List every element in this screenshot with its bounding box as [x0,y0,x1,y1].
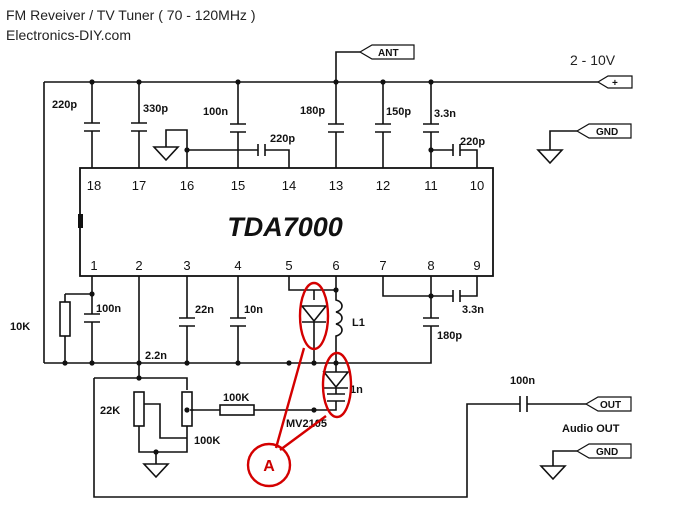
annotation-marker: A [263,458,275,475]
pin-15: 15 [231,178,245,193]
pin-17: 17 [132,178,146,193]
pin-2: 2 [135,258,142,273]
supply-plus-connector: + [596,75,633,89]
pin-10: 10 [470,178,484,193]
label-220p-top: 220p [52,99,77,111]
pin-16: 16 [180,178,194,193]
label-150p: 150p [386,106,411,118]
label-100k-pot: 100K [194,435,220,447]
label-10n: 10n [244,304,263,316]
bottom-wiring [44,276,586,498]
label-3n3-top: 3.3n [434,108,456,120]
out-label: OUT [600,400,621,411]
gnd-label-top: GND [596,127,618,138]
annotation-a: A [246,281,353,488]
top-wiring [43,51,598,363]
pin-7: 7 [379,258,386,273]
pin-5: 5 [285,258,292,273]
annotation-ellipse-diode-2 [321,351,353,419]
label-3n3-bottom: 3.3n [462,304,484,316]
label-mv2105: MV2105 [286,418,327,430]
pin-6: 6 [332,258,339,273]
chip-name: TDA7000 [227,212,343,242]
label-180p-8: 180p [437,330,462,342]
label-330p: 330p [143,103,168,115]
tda7000-chip: TDA7000 18 17 16 15 14 13 12 11 10 1 2 3… [78,167,494,277]
supply-voltage: 2 - 10V [570,52,616,68]
label-100n-1: 100n [96,303,121,315]
pin-1: 1 [90,258,97,273]
pin-4: 4 [234,258,241,273]
out-connector: OUT [584,396,632,412]
label-1n: 1n [350,384,363,396]
gnd-connector-bottom: GND [539,443,632,481]
label-100k-h: 100K [223,392,249,404]
pin-8: 8 [427,258,434,273]
pin-12: 12 [376,178,390,193]
pin-13: 13 [329,178,343,193]
supply-plus: + [612,78,618,89]
pin-18: 18 [87,178,101,193]
annotation-ellipse-diode-1 [298,281,330,351]
label-220p-14: 220p [270,133,295,145]
ant-label: ANT [378,48,399,59]
gnd-label-bottom: GND [596,447,618,458]
label-l1: L1 [352,317,365,329]
pin-11: 11 [424,178,438,193]
label-180p-13: 180p [300,105,325,117]
label-audio-out: Audio OUT [562,423,620,435]
label-10k: 10K [10,321,30,333]
annotation-circle [246,442,292,488]
title-line-2: Electronics-DIY.com [6,27,131,43]
pin-3: 3 [183,258,190,273]
label-2n2: 2.2n [145,350,167,362]
gnd-connector-top: GND [536,123,632,165]
title-line-1: FM Reveiver / TV Tuner ( 70 - 120MHz ) [6,7,255,23]
label-100n-out: 100n [510,375,535,387]
label-22n: 22n [195,304,214,316]
pin-14: 14 [282,178,296,193]
pin-9: 9 [473,258,480,273]
label-220p-10: 220p [460,136,485,148]
ant-connector: ANT [358,44,415,60]
label-22k: 22K [100,405,120,417]
label-100n-15: 100n [203,106,228,118]
